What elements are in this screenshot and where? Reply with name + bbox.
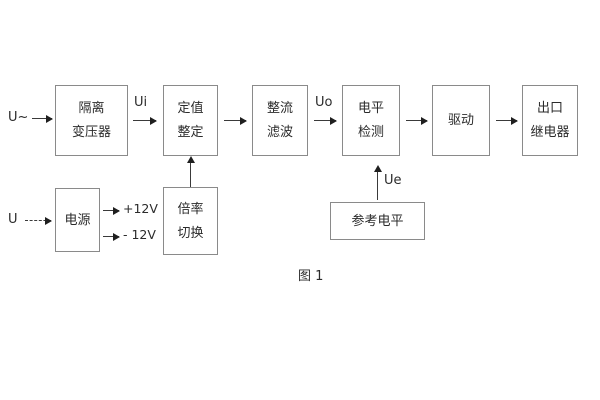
rail-positive-label: +12V [123,201,158,216]
arrow-multiplier-switch-to-setpoint [186,156,195,187]
block-setpoint-setting: 定值 整定 [163,85,218,156]
arrow-power-supply-rail-positive [103,206,120,215]
arrow-drive-to-output-relay [496,116,518,125]
block-level-detection: 电平 检测 [342,85,400,156]
block-level-detection-line1: 电平 [357,101,384,116]
block-drive-line1: 驱动 [447,113,474,128]
signal-ui-label: Ui [134,95,148,110]
block-power-supply: 电源 [55,188,100,252]
input-dc-label: U [8,212,18,227]
block-output-relay-line2: 继电器 [530,125,570,140]
figure-caption: 图 1 [298,269,324,284]
block-setpoint-setting-line1: 定值 [177,101,204,116]
block-multiplier-switch-line2: 切换 [177,225,204,241]
block-power-supply-line1: 电源 [64,212,91,228]
rail-negative-label: - 12V [123,227,156,242]
block-level-detection-line2: 检测 [357,125,384,140]
block-output-relay-line1: 出口 [536,101,563,116]
block-multiplier-switch-line1: 倍率 [177,201,204,217]
arrow-input-to-isolation-transformer [32,114,53,123]
block-rectifier-filter: 整流 滤波 [252,85,308,156]
input-ac-label: U~ [8,110,29,125]
signal-ue-label: Ue [384,173,402,188]
arrow-isolation-transformer-to-setpoint [133,116,157,125]
block-drive: 驱动 [432,85,490,156]
block-setpoint-setting-line2: 整定 [177,125,204,140]
block-reference-level: 参考电平 [330,202,425,240]
arrow-power-supply-rail-negative [103,232,120,241]
arrow-rectifier-to-level-detection [314,116,337,125]
block-multiplier-switch: 倍率 切换 [163,187,218,255]
block-rectifier-filter-line2: 滤波 [266,125,293,140]
arrow-setpoint-to-rectifier [224,116,247,125]
arrow-reference-level-to-level-detection [373,165,382,200]
block-isolation-transformer: 隔离 变压器 [55,85,128,156]
block-isolation-transformer-line2: 变压器 [71,125,111,140]
block-rectifier-filter-line1: 整流 [266,101,293,116]
arrow-input-to-power-supply [25,217,52,225]
block-output-relay: 出口 继电器 [522,85,578,156]
arrow-level-detection-to-drive [406,116,428,125]
block-reference-level-line1: 参考电平 [351,213,404,229]
signal-uo-label: Uo [315,95,333,110]
block-isolation-transformer-line1: 隔离 [78,101,105,116]
